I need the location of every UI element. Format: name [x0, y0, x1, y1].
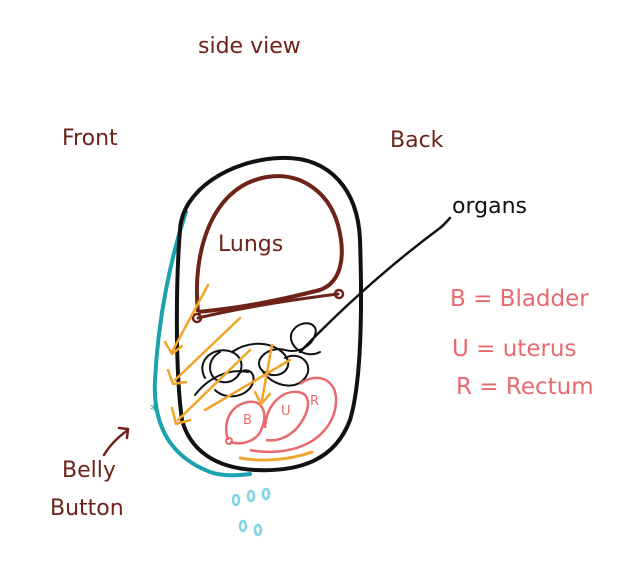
diaphragm-line: [196, 292, 340, 320]
legend-rectum: R = Rectum: [456, 374, 594, 400]
front-label: Front: [62, 126, 118, 151]
drop-4: [238, 519, 248, 533]
drop-1: [231, 493, 241, 507]
rectum-letter: R: [310, 394, 320, 409]
arrow-1: [170, 283, 210, 354]
arrow-1-head: [163, 340, 184, 356]
diaphragm-end-right: [333, 288, 345, 300]
bladder-letter: B: [243, 413, 252, 428]
lungs-label: Lungs: [218, 232, 284, 257]
diagram-title: side view: [198, 34, 301, 59]
intestine-scribble: [194, 322, 321, 398]
uterus-shape: [263, 390, 310, 442]
pelvic-floor-line: [238, 450, 314, 462]
legend-bladder: B = Bladder: [450, 286, 589, 312]
belly-button-marker: *: [150, 400, 158, 419]
arrow-2-head: [166, 368, 188, 386]
drops: [231, 487, 271, 537]
organs-pointer-line: [298, 216, 452, 354]
arrow-5: [203, 358, 292, 412]
drop-3: [261, 487, 271, 501]
uterus-letter: U: [281, 404, 291, 419]
body-outline: [174, 155, 363, 473]
arrow-2: [173, 316, 242, 382]
belly-label-line2: Button: [50, 496, 124, 521]
belly-line: [152, 210, 252, 478]
drop-5: [253, 523, 263, 537]
arrow-3-head: [170, 406, 192, 426]
orange-arrows: [163, 283, 292, 426]
belly-pointer-arrow: [102, 426, 130, 457]
rectum-shape: [249, 376, 338, 454]
lungs-shape: [194, 174, 344, 314]
bladder-dot: [225, 437, 233, 445]
arrow-3: [176, 348, 252, 422]
belly-label-line1: Belly: [62, 458, 116, 483]
back-label: Back: [390, 128, 444, 153]
diaphragm-end-left: [191, 312, 203, 324]
organs-label: organs: [452, 194, 527, 219]
bladder-shape: [225, 400, 266, 445]
legend-uterus: U = uterus: [452, 336, 577, 362]
arrow-4-head: [253, 390, 272, 406]
drop-2: [246, 489, 256, 503]
